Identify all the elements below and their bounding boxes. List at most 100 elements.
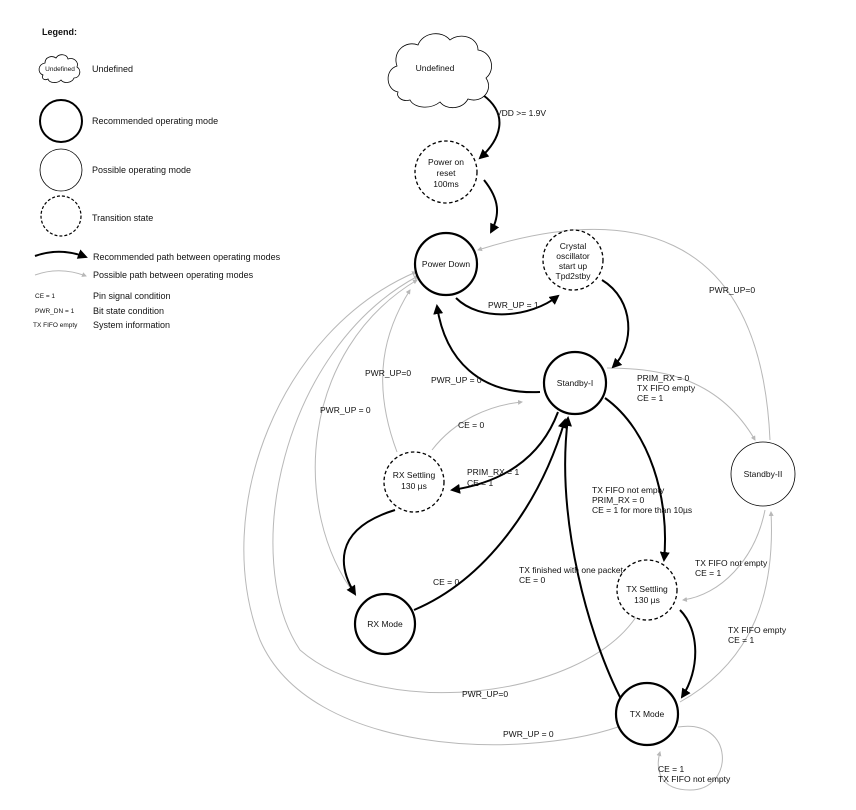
label-tx-start-line3: CE = 1 for more than 10µs bbox=[592, 505, 692, 515]
path-rxsettling-to-standby1 bbox=[431, 399, 523, 451]
path-standby1-to-rxsettling bbox=[450, 411, 559, 494]
label-pwrup0-standby1: PWR_UP = 0 bbox=[431, 375, 482, 385]
state-undefined-cloud bbox=[387, 33, 492, 109]
label-ce0-rxsettling: CE = 0 bbox=[458, 420, 484, 430]
path-standby1-to-txsettling bbox=[604, 397, 670, 562]
legend-transition-label: Transition state bbox=[92, 213, 153, 223]
label-pwrup0-rxsettling: PWR_UP=0 bbox=[365, 368, 411, 378]
state-tx-mode bbox=[614, 681, 680, 747]
path-txmode-to-standby1 bbox=[562, 416, 623, 702]
states: Undefined Power on reset 100ms Power Dow… bbox=[353, 33, 796, 747]
legend-possible-path-label: Possible path between operating modes bbox=[93, 270, 254, 280]
legend-info-example: TX FIFO empty bbox=[33, 322, 78, 329]
legend-undefined-label: Undefined bbox=[92, 64, 133, 74]
legend-bit-label: Bit state condition bbox=[93, 306, 164, 316]
label-prim-rx1-line2: CE = 1 bbox=[467, 478, 493, 488]
label-standby2-entry-line1: PRIM_RX = 0 bbox=[637, 373, 689, 383]
path-txmode-self-loop bbox=[656, 725, 723, 791]
label-tx-start-line1: TX FIFO not empty bbox=[592, 485, 665, 495]
label-tx-self-line2: TX FIFO not empty bbox=[658, 774, 731, 784]
state-rx-mode-label: RX Mode bbox=[367, 619, 403, 629]
path-labels: VDD >= 1.9V PWR_UP = 1 PWR_UP=0 PWR_UP =… bbox=[320, 108, 787, 784]
legend-recommended-path-label: Recommended path between operating modes bbox=[93, 252, 281, 262]
legend-transition-symbol bbox=[40, 195, 82, 237]
label-ce0-rxmode: CE = 0 bbox=[433, 577, 459, 587]
state-rx-settling-line2: 130 µs bbox=[401, 481, 427, 491]
path-txmode-to-powerdown bbox=[243, 271, 619, 746]
legend-recommended-path-arrow bbox=[34, 249, 88, 259]
state-crystal-line2: oscillator bbox=[556, 251, 590, 261]
legend-recommended-mode-label: Recommended operating mode bbox=[92, 116, 218, 126]
state-power-down bbox=[413, 231, 479, 297]
legend-cloud-symbol bbox=[38, 54, 81, 83]
possible-paths bbox=[243, 229, 774, 791]
legend: Legend: Undefined Undefined Recommended … bbox=[33, 27, 281, 330]
path-por-to-powerdown bbox=[483, 179, 500, 234]
legend-possible-mode-symbol bbox=[39, 148, 83, 192]
state-tx-settling-line1: TX Settling bbox=[626, 584, 668, 594]
label-pwrup0-txmode: PWR_UP = 0 bbox=[503, 729, 554, 739]
label-tx-finished-line1: TX finished with one packet bbox=[519, 565, 624, 575]
state-standby-ii bbox=[730, 441, 796, 507]
legend-possible-mode-label: Possible operating mode bbox=[92, 165, 191, 175]
path-powerdown-to-crystal bbox=[455, 294, 560, 316]
label-txfifo-empty-line2: CE = 1 bbox=[728, 635, 754, 645]
label-standby2-entry-line2: TX FIFO empty bbox=[637, 383, 696, 393]
state-power-on-reset bbox=[414, 140, 478, 204]
label-vdd: VDD >= 1.9V bbox=[496, 108, 546, 118]
label-pwrup0-rxmode: PWR_UP = 0 bbox=[320, 405, 371, 415]
legend-pin-label: Pin signal condition bbox=[93, 291, 171, 301]
path-standby1-to-powerdown bbox=[433, 304, 541, 394]
path-crystal-to-standby1 bbox=[601, 279, 630, 369]
label-pwrup1: PWR_UP = 1 bbox=[488, 300, 539, 310]
state-tx-mode-label: TX Mode bbox=[630, 709, 665, 719]
label-standby2-entry-line3: CE = 1 bbox=[637, 393, 663, 403]
path-rxsettling-to-powerdown bbox=[382, 289, 411, 453]
state-rx-settling-line1: RX Settling bbox=[393, 470, 436, 480]
path-standby2-to-txsettling bbox=[682, 509, 766, 602]
legend-recommended-mode-symbol bbox=[39, 99, 83, 143]
state-power-down-label: Power Down bbox=[422, 259, 470, 269]
path-txmode-to-standby2 bbox=[679, 511, 774, 703]
label-standby2-to-txsettling-line1: TX FIFO not empty bbox=[695, 558, 768, 568]
state-crystal-line1: Crystal bbox=[560, 241, 587, 251]
legend-bit-example: PWR_DN = 1 bbox=[35, 308, 75, 315]
state-por-line3: 100ms bbox=[433, 179, 459, 189]
label-tx-start-line2: PRIM_RX = 0 bbox=[592, 495, 644, 505]
legend-pin-example: CE = 1 bbox=[35, 293, 55, 300]
label-tx-self-line1: CE = 1 bbox=[658, 764, 684, 774]
legend-cloud-text: Undefined bbox=[45, 66, 75, 73]
state-undefined-label: Undefined bbox=[416, 63, 455, 73]
state-crystal-oscillator bbox=[542, 229, 604, 291]
path-rxmode-to-standby1 bbox=[413, 418, 568, 611]
label-txfifo-empty-line1: TX FIFO empty bbox=[728, 625, 787, 635]
label-pwrup0-top: PWR_UP=0 bbox=[709, 285, 755, 295]
state-por-line2: reset bbox=[437, 168, 457, 178]
path-standby2-to-powerdown bbox=[477, 229, 771, 441]
path-txsettling-to-txmode bbox=[679, 609, 697, 699]
state-tx-settling-line2: 130 µs bbox=[634, 595, 660, 605]
legend-possible-path-arrow bbox=[34, 270, 87, 277]
state-rx-settling bbox=[383, 451, 445, 513]
path-rxsettling-to-rxmode bbox=[342, 509, 396, 596]
label-standby2-to-txsettling-line2: CE = 1 bbox=[695, 568, 721, 578]
path-txsettling-to-powerdown bbox=[272, 275, 637, 694]
state-crystal-line4: Tpd2stby bbox=[556, 271, 592, 281]
label-tx-finished-line2: CE = 0 bbox=[519, 575, 545, 585]
legend-info-label: System information bbox=[93, 320, 170, 330]
path-standby1-to-standby2 bbox=[606, 367, 756, 441]
state-standby-i bbox=[542, 350, 608, 416]
label-prim-rx1-line1: PRIM_RX = 1 bbox=[467, 467, 519, 477]
recommended-paths bbox=[342, 94, 697, 702]
state-standby-i-label: Standby-I bbox=[557, 378, 593, 388]
state-rx-mode bbox=[353, 592, 417, 656]
path-rxmode-to-powerdown bbox=[314, 279, 418, 597]
state-por-line1: Power on bbox=[428, 157, 464, 167]
state-tx-settling bbox=[616, 559, 678, 621]
state-standby-ii-label: Standby-II bbox=[744, 469, 783, 479]
label-pwrup0-txsettling: PWR_UP=0 bbox=[462, 689, 508, 699]
state-crystal-line3: start up bbox=[559, 261, 588, 271]
path-undefined-to-por bbox=[478, 94, 501, 160]
legend-title: Legend: bbox=[42, 27, 77, 37]
